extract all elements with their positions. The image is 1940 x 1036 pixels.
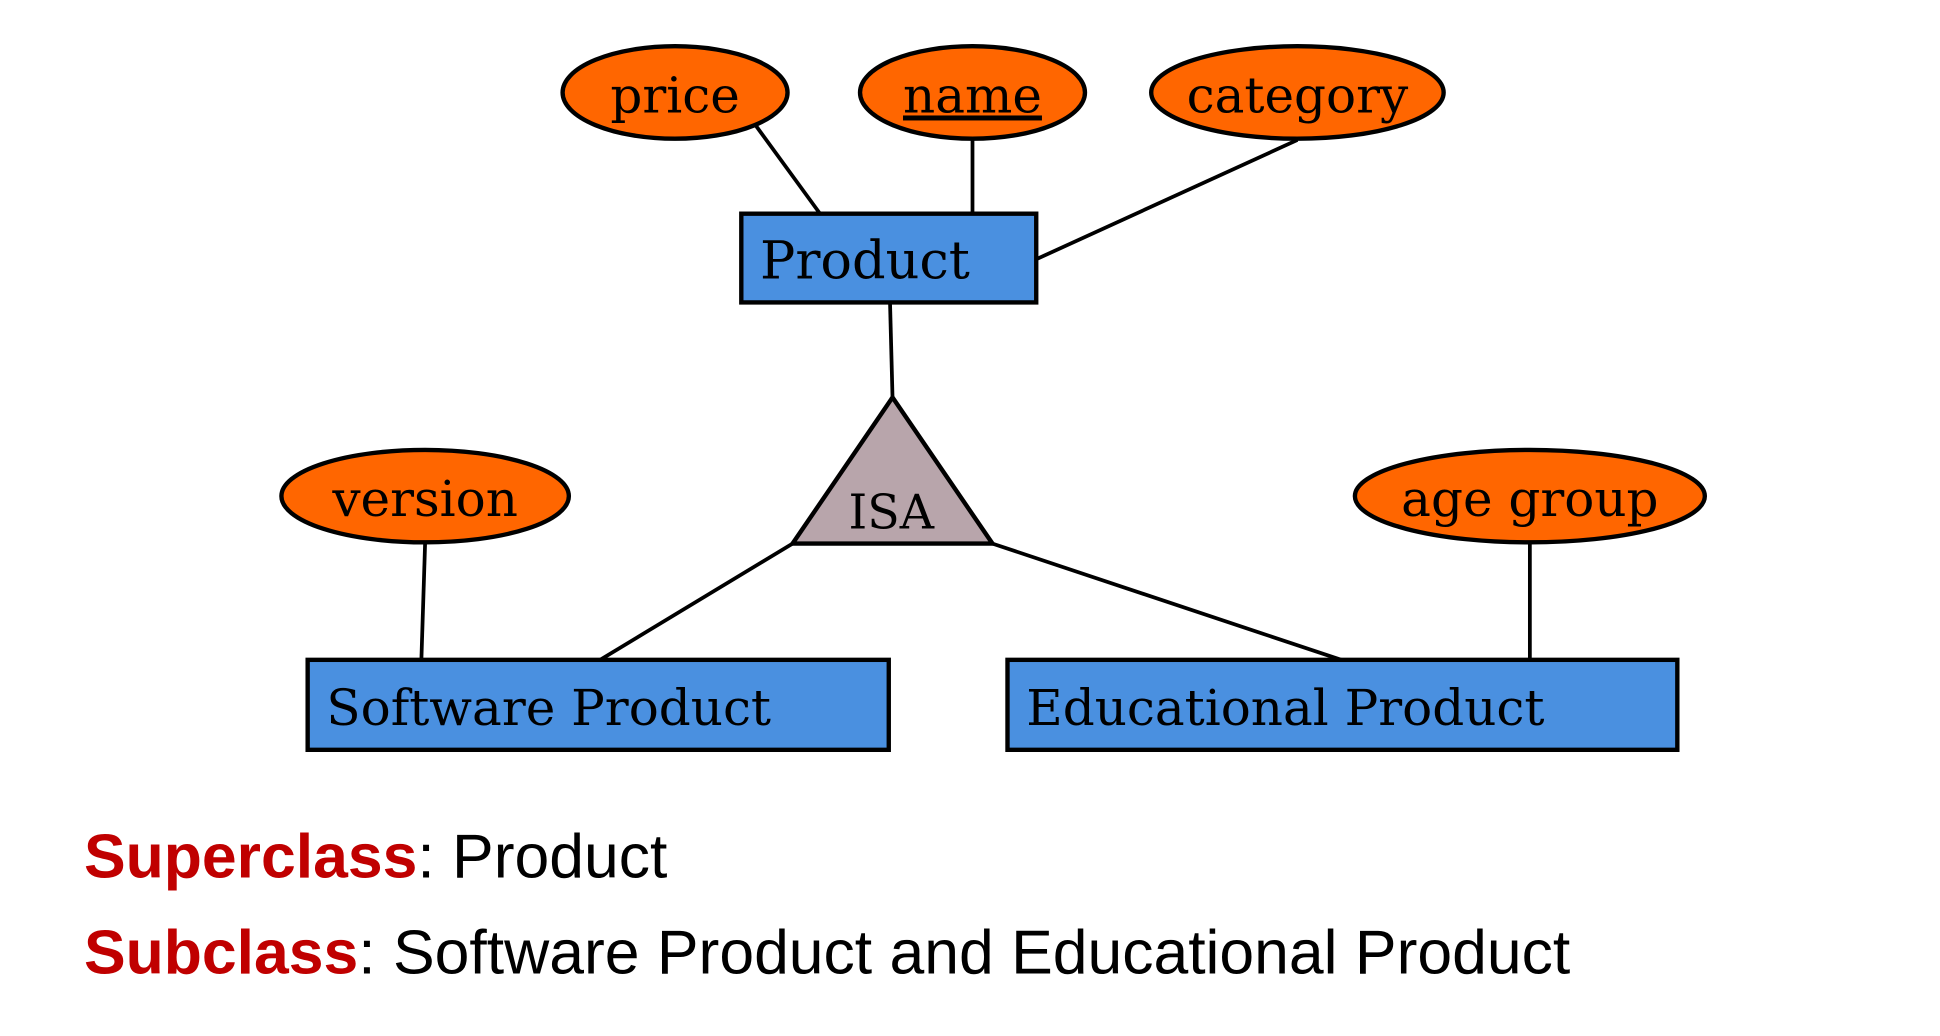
isa-educational-link: [991, 541, 1342, 662]
attribute-version-label: version: [331, 470, 518, 528]
attribute-category-label: category: [1187, 66, 1409, 124]
attribute-name-label: name: [903, 66, 1042, 124]
category-link: [1036, 138, 1299, 261]
attribute-price: price: [560, 44, 790, 141]
isa-label: ISA: [848, 486, 934, 541]
version-link: [419, 542, 428, 660]
subclass-line: Subclass: Software Product and Education…: [84, 918, 1570, 988]
superclass-label: Superclass: [84, 821, 417, 891]
entity-software-product-label: Software Product: [326, 679, 771, 737]
attribute-age-group: age group: [1352, 447, 1708, 545]
attribute-version: version: [279, 447, 572, 545]
superclass-line: Superclass: Product: [84, 821, 667, 891]
entity-educational-product-label: Educational Product: [1026, 679, 1544, 737]
subclass-value: : Software Product and Educational Produ…: [358, 918, 1570, 988]
entity-software-product: Software Product: [305, 657, 891, 753]
isa-software-link: [599, 542, 794, 662]
subclass-label: Subclass: [84, 918, 358, 988]
entity-educational-product: Educational Product: [1005, 657, 1680, 753]
isa-triangle: ISA: [788, 393, 997, 546]
entity-product: Product: [739, 211, 1039, 305]
attribute-name: name: [857, 44, 1088, 141]
attribute-category: category: [1149, 44, 1446, 141]
superclass-value: : Product: [417, 821, 667, 891]
attribute-age-group-label: age group: [1401, 470, 1658, 528]
product-isa-link: [888, 302, 895, 398]
price-link: [754, 125, 822, 215]
attribute-price-label: price: [610, 66, 739, 124]
entity-product-label: Product: [760, 231, 970, 292]
